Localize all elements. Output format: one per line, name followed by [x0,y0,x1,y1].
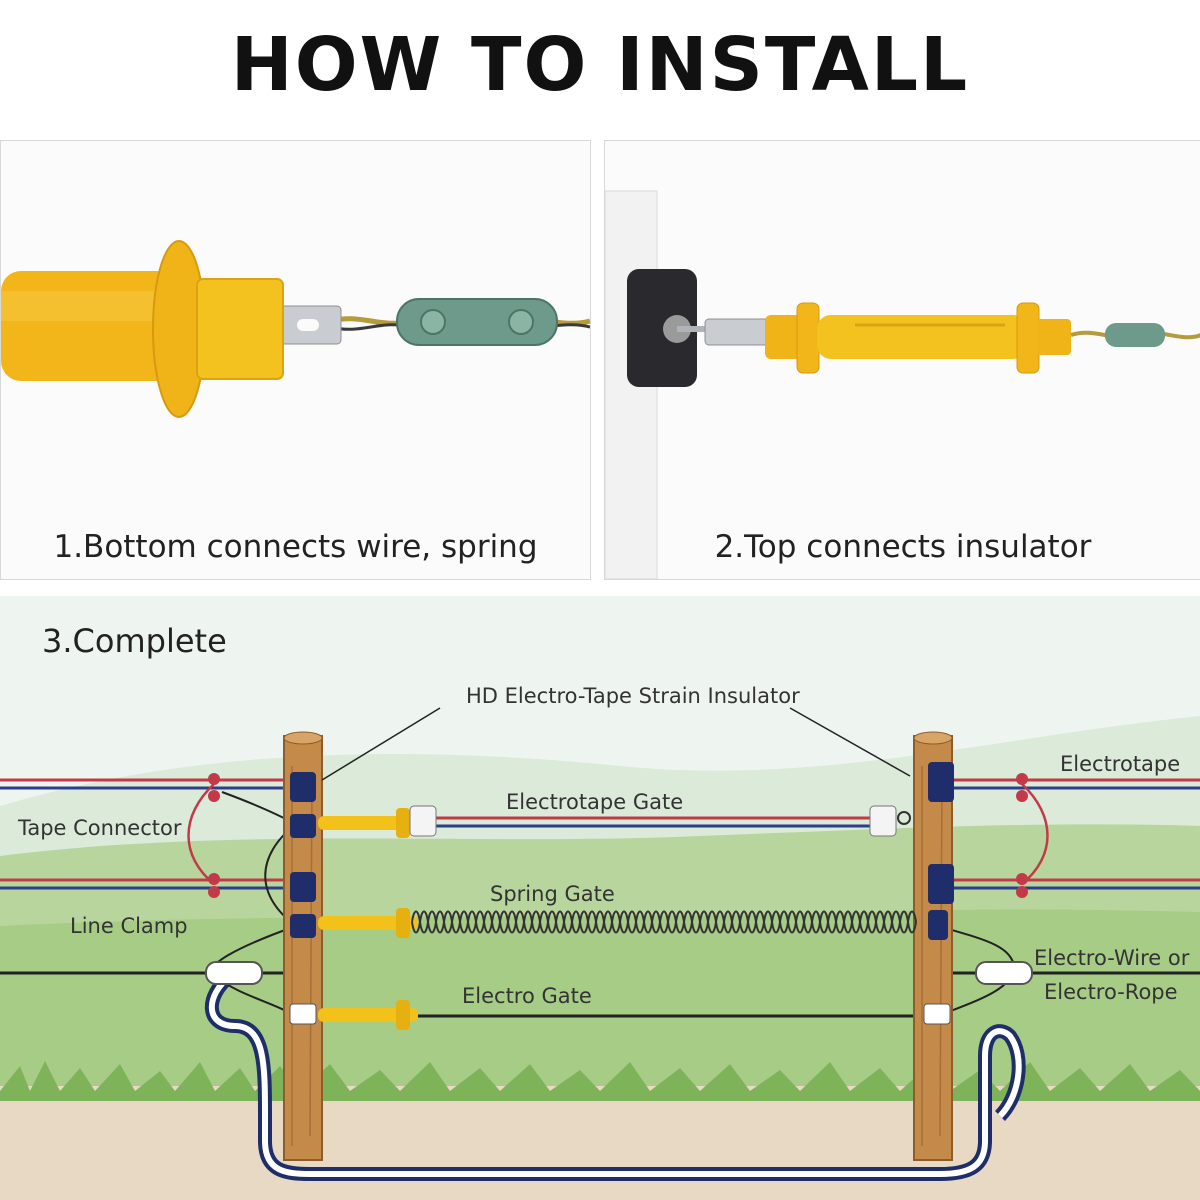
fence-diagram [0,596,1200,1200]
label-electro-gate: Electro Gate [462,984,592,1008]
step-1-illustration [1,240,590,418]
label-line-clamp: Line Clamp [70,914,188,938]
label-strain-insulator: HD Electro-Tape Strain Insulator [466,684,800,708]
page-title: HOW TO INSTALL [230,22,970,108]
step-1-caption: 1.Bottom connects wire, spring [53,529,538,565]
step-2-caption: 2.Top connects insulator [714,529,1092,565]
label-electrotape-gate: Electrotape Gate [506,790,684,814]
label-tape-connector: Tape Connector [18,816,182,840]
step-2-panel: 2.Top connects insulator [604,140,1200,580]
step-3-scene: 3.Complete HD Electro-Tape Strain Insula… [0,596,1200,1200]
label-spring-gate: Spring Gate [490,882,615,906]
label-electrotape: Electrotape [1060,752,1181,776]
step-2-illustration [605,190,1200,579]
step-3-title: 3.Complete [42,622,227,660]
label-electro-rope: Electro-Rope [1044,980,1178,1004]
label-electro-wire: Electro-Wire or [1034,946,1190,970]
step-1-panel: 1.Bottom connects wire, spring [0,140,591,580]
